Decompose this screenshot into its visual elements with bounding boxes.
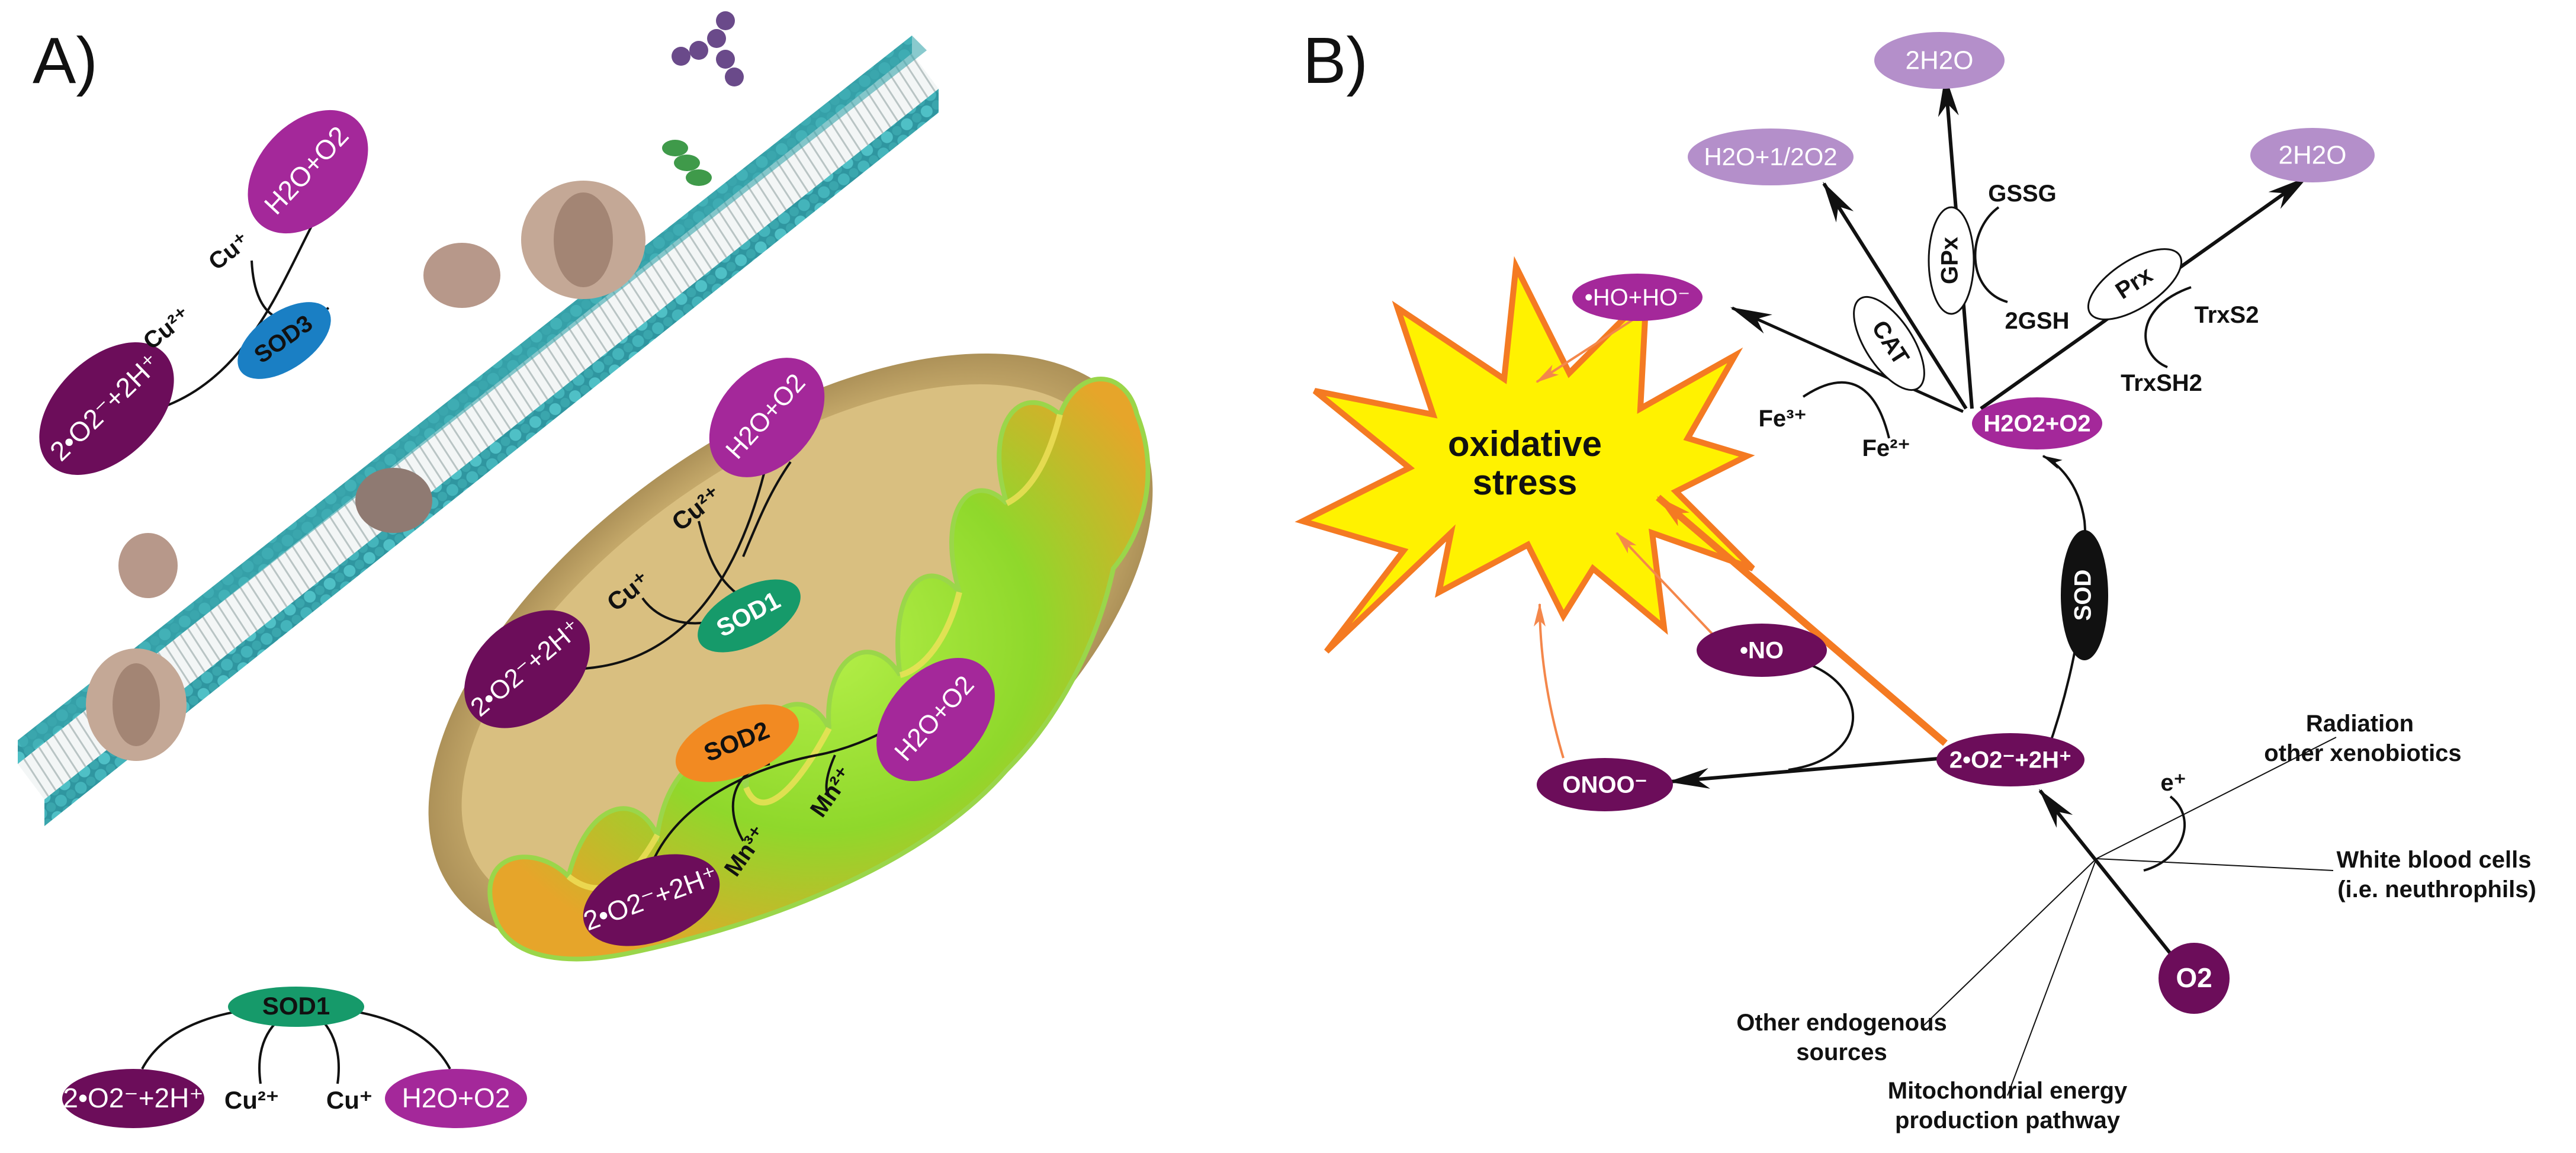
sod1-bottom-substrate-ellipse xyxy=(62,1069,204,1128)
svg-text:•NO: •NO xyxy=(1740,638,1784,664)
sod1-bottom-enzyme-ellipse xyxy=(228,987,364,1027)
svg-text:2•O2⁻+2H⁺: 2•O2⁻+2H⁺ xyxy=(1949,747,2071,773)
cell-membrane xyxy=(18,11,939,826)
node-h2o-right: 2H2O xyxy=(2250,128,2375,182)
membrane-channel-3 xyxy=(355,468,432,533)
svg-text:2H2O: 2H2O xyxy=(1906,46,1974,75)
svg-text:O2: O2 xyxy=(2176,962,2212,993)
glycan-chain xyxy=(672,11,744,86)
cofactor-trxs2: TrxS2 xyxy=(2195,302,2259,328)
sod1-bottom-cu-2plus: Cu²⁺ xyxy=(224,1086,279,1114)
cofactor-fe2: Fe²⁺ xyxy=(1862,435,1910,461)
cofactor-trxsh2: TrxSH2 xyxy=(2121,370,2202,396)
cofactor-e-minus: e⁺ xyxy=(2160,770,2186,796)
sod-enzyme: SOD xyxy=(2061,530,2108,660)
sod1-bottom-enzyme-text: SOD1 xyxy=(262,992,330,1020)
node-ho-radical: •HO+HO⁻ xyxy=(1572,274,1703,321)
node-superoxide: 2•O2⁻+2H⁺ xyxy=(1936,733,2084,786)
membrane-channel-5 xyxy=(521,181,645,299)
node-o2: O2 xyxy=(2159,943,2230,1014)
membrane-channel-4 xyxy=(423,243,500,308)
cofactor-fe3: Fe³⁺ xyxy=(1758,406,1806,432)
sod1-mito-substrate-ellipse xyxy=(464,610,590,728)
sod2-substrate-ellipse xyxy=(583,854,720,946)
membrane-channel-2 xyxy=(118,533,178,598)
svg-text:•HO+HO⁻: •HO+HO⁻ xyxy=(1585,285,1690,311)
source-endo-2: sources xyxy=(1796,1039,1887,1065)
sod1-mito-product-ellipse xyxy=(709,358,825,477)
membrane-channel-1 xyxy=(86,648,187,761)
stress-input-arrows xyxy=(1534,316,1948,759)
sod2-enzyme-ellipse xyxy=(675,704,799,782)
node-h2o-top: 2H2O xyxy=(1874,32,2005,89)
oxidative-stress-line2: stress xyxy=(1473,463,1578,502)
cofactor-gssg: GSSG xyxy=(1988,181,2057,207)
sod3-cu-plus: Cu⁺ xyxy=(204,228,255,276)
cat-enzyme: CAT xyxy=(1853,296,1925,391)
source-radiation-2: other xenobiotics xyxy=(2264,740,2461,766)
sod3-enzyme-ellipse xyxy=(237,302,331,379)
svg-text:2H2O: 2H2O xyxy=(2279,141,2347,170)
sod1-bottom-product-ellipse xyxy=(385,1069,527,1128)
source-wbc-1: White blood cells xyxy=(2337,847,2532,873)
prx-enzyme: Prx xyxy=(2087,248,2183,320)
node-no: •NO xyxy=(1697,624,1827,677)
source-radiation-1: Radiation xyxy=(2306,711,2414,737)
oxidative-stress-line1: oxidative xyxy=(1448,424,1602,464)
source-endo-1: Other endogenous xyxy=(1736,1010,1947,1036)
cofactor-gsh: 2GSH xyxy=(2005,308,2070,334)
oxidative-stress-burst: oxidative stress xyxy=(1295,256,1755,654)
node-h2o-half: H2O+1/2O2 xyxy=(1688,129,1854,185)
sod1-mito-enzyme-ellipse xyxy=(698,579,801,653)
sod1-bottom-reaction: SOD1 2•O2⁻+2H⁺ H2O+O2 Cu²⁺ Cu⁺ xyxy=(62,987,527,1128)
node-onoo: ONOO⁻ xyxy=(1537,758,1673,811)
sod1-bottom-cu-plus: Cu⁺ xyxy=(326,1086,372,1114)
panel-a-label: A) xyxy=(33,24,98,97)
panel-b-label: B) xyxy=(1303,24,1368,97)
source-wbc-2: (i.e. neuthrophils) xyxy=(2337,876,2536,903)
svg-text:GPx: GPx xyxy=(1937,237,1963,284)
sod3-substrate-ellipse xyxy=(39,342,174,475)
sod1-bottom-substrate-text: 2•O2⁻+2H⁺ xyxy=(63,1083,203,1113)
sod3-product-ellipse xyxy=(248,110,368,234)
source-mito-2: production pathway xyxy=(1895,1107,2121,1133)
pathway-lines xyxy=(1668,75,2337,1096)
gpx-enzyme: GPx xyxy=(1928,206,1975,315)
svg-text:H2O2+O2: H2O2+O2 xyxy=(1983,411,2090,437)
node-h2o2: H2O2+O2 xyxy=(1972,397,2102,449)
svg-text:SOD: SOD xyxy=(2070,570,2096,621)
sod3-reaction: 2•O2⁻+2H⁺ H2O+O2 SOD3 Cu⁺ Cu²⁺ xyxy=(39,110,368,475)
sod1-bottom-product-text: H2O+O2 xyxy=(402,1083,510,1113)
svg-text:H2O+1/2O2: H2O+1/2O2 xyxy=(1704,143,1837,171)
source-mito-1: Mitochondrial energy xyxy=(1888,1078,2128,1104)
svg-text:ONOO⁻: ONOO⁻ xyxy=(1562,772,1647,798)
membrane-helix-green xyxy=(662,140,712,186)
sod2-product-ellipse xyxy=(876,657,995,782)
